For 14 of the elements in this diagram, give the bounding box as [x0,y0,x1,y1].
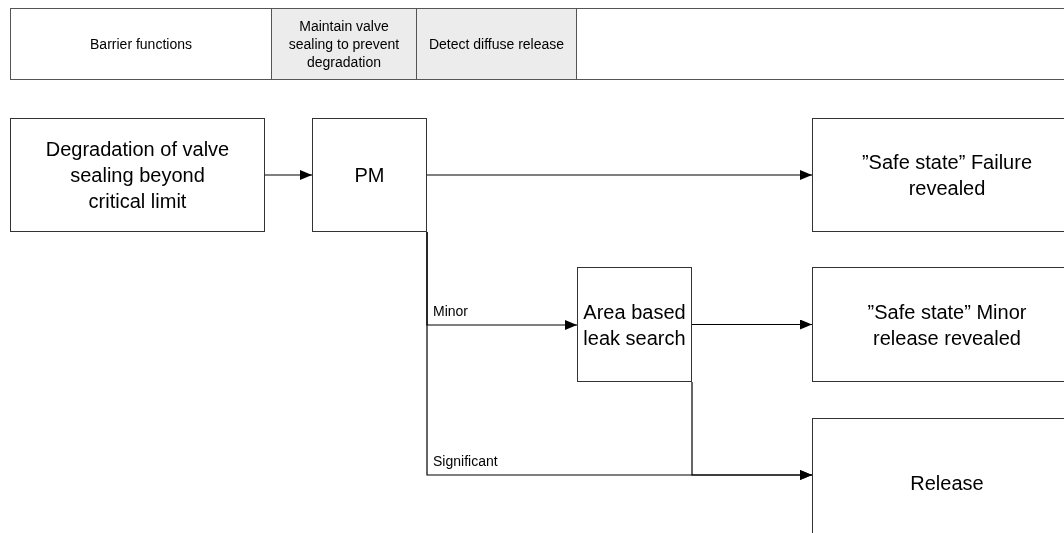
process-box: Degradation of valve sealing beyond critical limit [10,118,265,232]
process-box: Release [812,418,1064,533]
header-cell: Detect diffuse release [416,9,576,79]
arrow [691,381,813,480]
edge-label: Significant [433,453,498,469]
process-box: PM [312,118,427,232]
process-box: ”Safe state” Minor release revealed [812,267,1064,382]
header-cell: Maintain valve sealing to prevent degradation [271,9,416,79]
process-box: ”Safe state” Failure revealed [812,118,1064,232]
edge-label: Minor [433,303,468,319]
arrow [264,170,313,180]
arrow [691,319,813,330]
process-box: Area based leak search [577,267,692,382]
arrow [426,170,813,180]
